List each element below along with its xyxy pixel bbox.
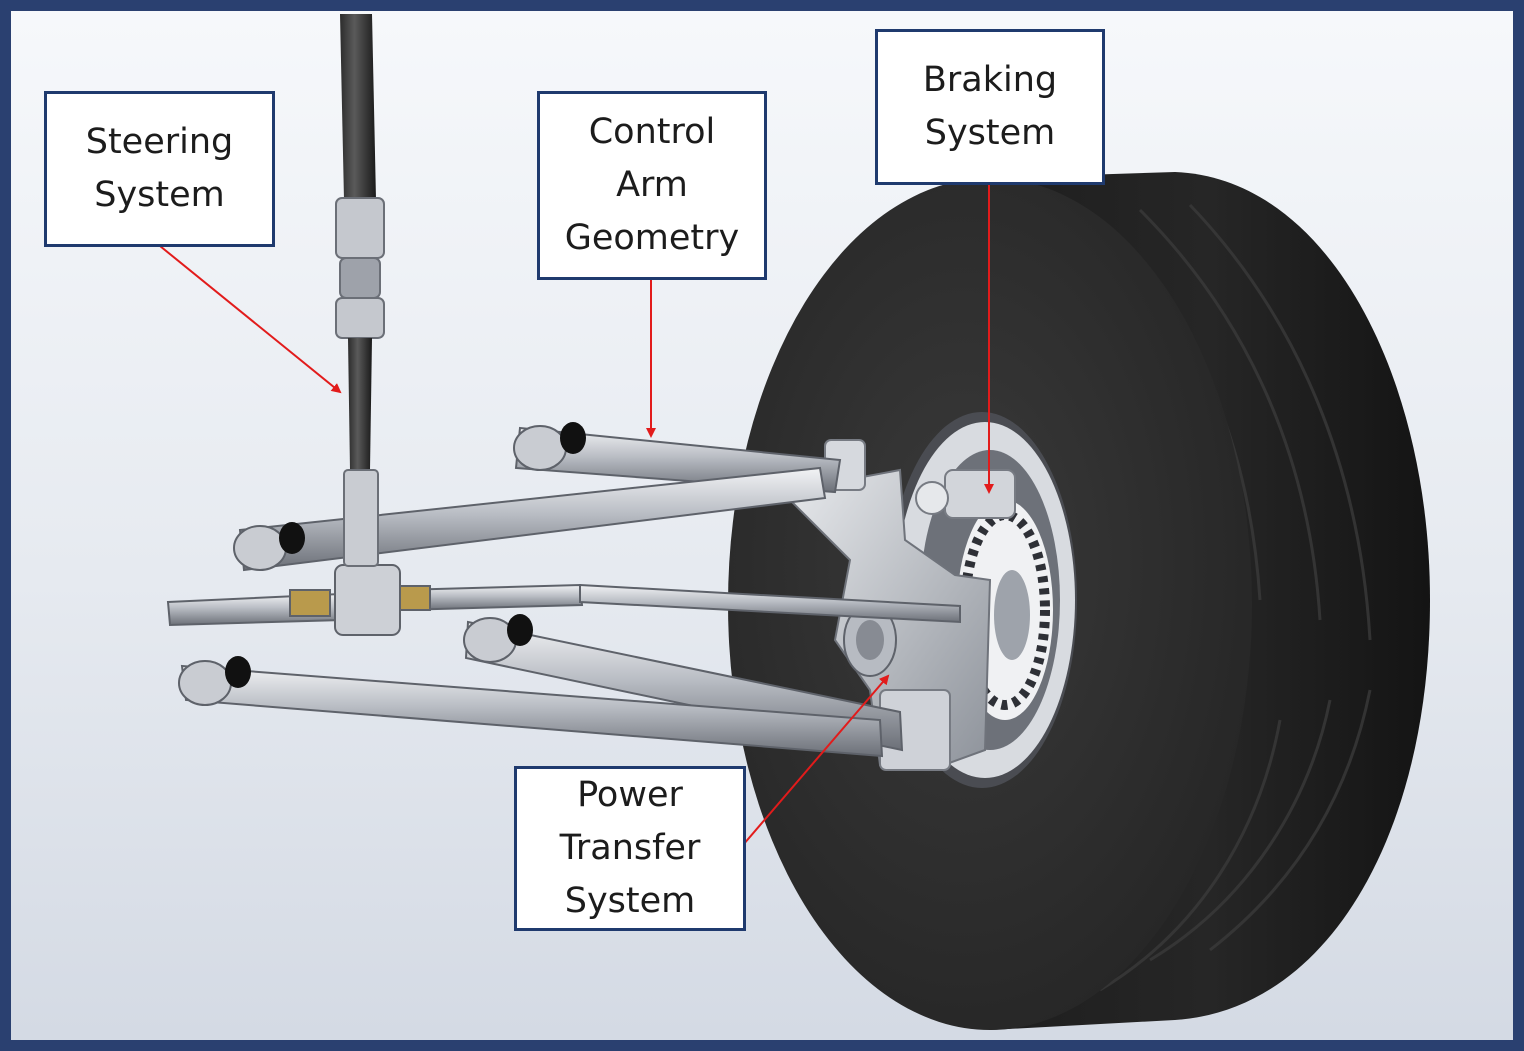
steering-label-line1: Steering: [85, 122, 234, 162]
control-label-line2: Arm: [616, 165, 688, 205]
leader-lines: [159, 178, 994, 853]
control-label-line3: Geometry: [564, 218, 740, 258]
tube-ends: [178, 422, 586, 706]
power-label-line3: System: [564, 881, 696, 921]
braking-label-line2: System: [924, 113, 1056, 153]
control-arms: [180, 426, 904, 758]
power-label-line1: Power: [577, 775, 683, 815]
steering-rack: [166, 564, 961, 636]
steering-system-label: Steering System: [44, 91, 275, 247]
steering-label-line2: System: [94, 175, 225, 215]
steering-column: [335, 14, 385, 567]
control-label-line1: Control: [588, 112, 716, 152]
power-transfer-system-label: Power Transfer System: [514, 766, 746, 931]
power-transfer-leader: [736, 674, 890, 853]
steering-leader: [159, 245, 342, 394]
control-arm-geometry-label: Control Arm Geometry: [537, 91, 767, 280]
brake-caliper: [915, 469, 1016, 519]
braking-label-line1: Braking: [922, 60, 1058, 100]
braking-system-label: Braking System: [875, 29, 1105, 185]
power-label-line2: Transfer: [559, 828, 701, 868]
